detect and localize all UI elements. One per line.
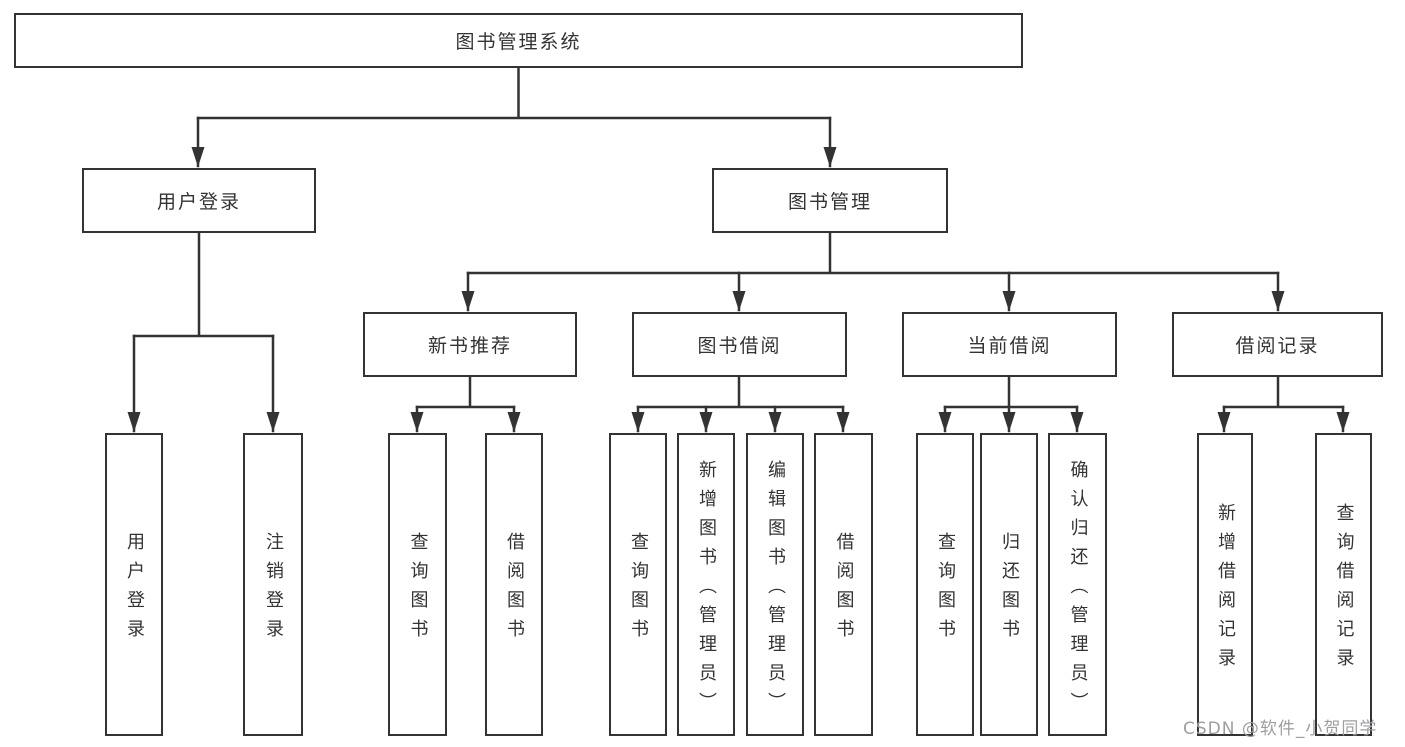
- leaf-borrow-edit-label: 编辑图书（管理员）: [765, 459, 786, 721]
- node-borrow-records: 借阅记录: [1172, 312, 1383, 377]
- leaf-newbook-borrow: 借阅图书: [485, 433, 543, 736]
- leaf-records-add-label: 新增借阅记录: [1215, 503, 1236, 677]
- leaf-current-return-label: 归还图书: [999, 532, 1020, 648]
- leaf-borrow-borrow-label: 借阅图书: [833, 532, 855, 648]
- node-book-mgmt-label: 图书管理: [787, 191, 872, 213]
- node-user-login: 用户登录: [82, 168, 316, 233]
- leaf-records-query-label: 查询借阅记录: [1333, 503, 1355, 677]
- leaf-logout-label: 注销登录: [263, 532, 284, 648]
- node-new-book-rec-label: 新书推荐: [427, 335, 512, 357]
- leaf-borrow-add-label: 新增图书（管理员）: [696, 459, 717, 721]
- leaf-borrow-borrow: 借阅图书: [814, 433, 873, 736]
- leaf-user-login: 用户登录: [105, 433, 163, 736]
- leaf-current-return: 归还图书: [980, 433, 1038, 736]
- connector-book-mgmt-trunk: [466, 231, 1280, 275]
- leaf-current-confirm-label: 确认归还（管理员）: [1067, 459, 1089, 721]
- connector-new-book-trunk: [415, 375, 516, 409]
- leaf-current-confirm: 确认归还（管理员）: [1048, 433, 1107, 736]
- node-user-login-label: 用户登录: [156, 191, 241, 213]
- node-current-borrow: 当前借阅: [902, 312, 1117, 377]
- leaf-borrow-query: 查询图书: [609, 433, 667, 736]
- node-book-mgmt: 图书管理: [712, 168, 948, 233]
- leaf-current-query: 查询图书: [916, 433, 974, 736]
- node-current-borrow-label: 当前借阅: [967, 335, 1052, 357]
- leaf-user-login-label: 用户登录: [124, 532, 145, 648]
- leaf-records-query: 查询借阅记录: [1315, 433, 1372, 736]
- leaf-borrow-add: 新增图书（管理员）: [677, 433, 735, 736]
- csdn-watermark: CSDN @软件_小贺同学: [1183, 719, 1378, 739]
- node-root-label: 图书管理系统: [455, 31, 582, 53]
- leaf-borrow-edit: 编辑图书（管理员）: [746, 433, 804, 736]
- connector-book-borrow-trunk: [636, 375, 845, 409]
- node-book-borrow-label: 图书借阅: [697, 335, 782, 357]
- leaf-newbook-query-label: 查询图书: [407, 532, 429, 648]
- node-borrow-records-label: 借阅记录: [1235, 335, 1320, 357]
- leaf-current-query-label: 查询图书: [935, 532, 956, 648]
- leaf-borrow-query-label: 查询图书: [628, 532, 649, 648]
- leaf-records-add: 新增借阅记录: [1197, 433, 1253, 736]
- leaf-newbook-borrow-label: 借阅图书: [504, 532, 525, 648]
- connector-root-trunk: [196, 66, 832, 120]
- connector-current-borrow-trunk: [943, 375, 1079, 409]
- node-book-borrow: 图书借阅: [632, 312, 847, 377]
- node-new-book-rec: 新书推荐: [363, 312, 577, 377]
- leaf-logout: 注销登录: [243, 433, 303, 736]
- leaf-newbook-query: 查询图书: [388, 433, 447, 736]
- connector-user-login-trunk: [132, 231, 275, 338]
- connector-borrow-records-trunk: [1222, 375, 1345, 409]
- node-root: 图书管理系统: [14, 13, 1023, 68]
